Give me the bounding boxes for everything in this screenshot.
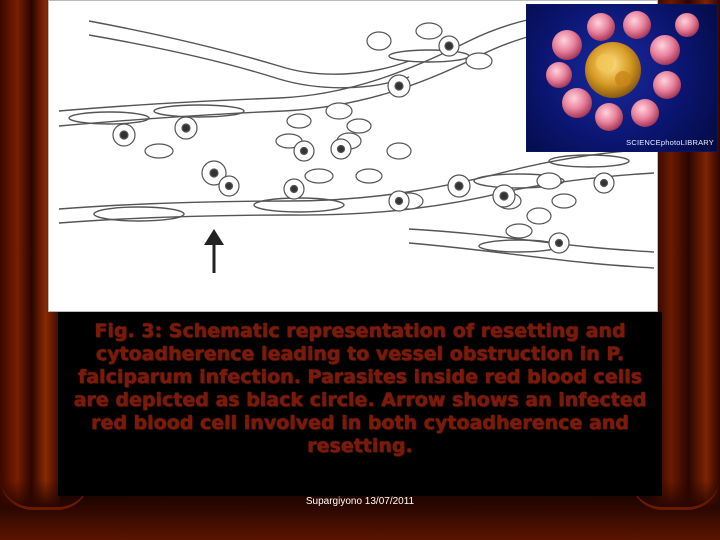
up-arrow-icon <box>204 229 224 273</box>
photo-credit: SCIENCEphotoLIBRARY <box>626 138 714 147</box>
vessel-diagram-drawing <box>58 8 655 273</box>
vessel-wall-upper-1 <box>58 8 610 112</box>
micrograph-photo: SCIENCEphotoLIBRARY <box>526 4 718 152</box>
vessel-wall-lower-1 <box>58 148 655 210</box>
vessel-wall-lower-2 <box>58 172 655 224</box>
vessel-wall-branch-1 <box>88 20 410 75</box>
vessel-wall-branch-2 <box>88 34 410 89</box>
caption-box: Fig. 3: Schematic representation of rese… <box>58 312 662 496</box>
figure-caption: Fig. 3: Schematic representation of rese… <box>73 320 647 457</box>
vessel-wall-bottom-1 <box>408 228 655 253</box>
vessel-wall-bottom-2 <box>408 242 655 269</box>
footer-author-date: Supargiyono 13/07/2011 <box>305 496 415 507</box>
rosette-cells-image <box>546 11 699 131</box>
